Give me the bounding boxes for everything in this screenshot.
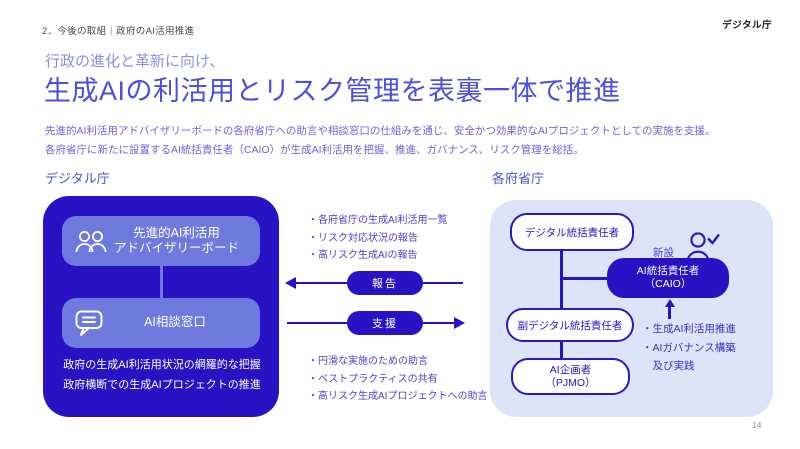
planner-line1: AI企画者 xyxy=(549,363,592,376)
support-item: ・高リスク生成AIプロジェクトへの助言 xyxy=(308,391,488,402)
caio-role: 及び実践 xyxy=(642,360,695,372)
ministries-panel: デジタル統括責任者 新設 AI統括責任者 （CAIO） 副デジタル統括責任者 A… xyxy=(490,200,773,417)
speech-bubble-icon xyxy=(75,310,104,337)
support-items-list: ・円滑な実施のための助言 ・ベストプラクティスの共有 ・高リスク生成AIプロジェ… xyxy=(308,353,487,406)
support-item: ・円滑な実施のための助言 xyxy=(308,356,428,367)
note-line-2: 政府横断での生成AIプロジェクトの推進 xyxy=(63,378,261,391)
digital-agency-notes: 政府の生成AI利活用状況の網羅的な把握 政府横断での生成AIプロジェクトの推進 xyxy=(59,356,265,395)
advisory-board-line2: アドバイザリーボード xyxy=(113,241,239,255)
report-item: ・リスク対応状況の報告 xyxy=(308,232,418,244)
arrow-left-icon xyxy=(285,277,296,289)
deputy-cdo-box: 副デジタル統括責任者 xyxy=(506,308,634,342)
new-badge: 新設 xyxy=(653,247,674,259)
consultation-label: AI相談窓口 xyxy=(144,315,206,330)
report-item: ・高リスク生成AIの報告 xyxy=(308,250,418,261)
report-pill: 報告 xyxy=(347,271,423,295)
note-line-1: 政府の生成AI利活用状況の網羅的な把握 xyxy=(63,359,261,371)
org-vertical-line-2 xyxy=(560,342,563,358)
org-branch-line xyxy=(560,277,607,280)
page-description: 先進的AI利活用アドバイザリーボードの各府省庁への助言や相談窓口の仕組みを通じ、… xyxy=(45,122,716,160)
advisory-board-box: 先進的AI利活用 アドバイザリーボード xyxy=(62,216,260,266)
breadcrumb: 2．今後の取組｜政府のAI活用推進 xyxy=(42,26,195,37)
agency-logo: デジタル庁 xyxy=(722,20,772,31)
people-icon xyxy=(75,230,107,253)
panel-connector-line xyxy=(160,266,163,298)
caio-line1: AI統括責任者 xyxy=(636,264,700,277)
consultation-text: AI相談窓口 xyxy=(104,315,246,331)
person-check-icon xyxy=(685,230,720,260)
description-line-2: 各府省庁に新たに設置するAI統括責任者（CAIO）が生成AI利活用を把握、推進、… xyxy=(45,144,584,156)
ministries-label: 各府省庁 xyxy=(492,171,545,186)
digital-agency-label: デジタル庁 xyxy=(45,171,110,186)
report-items-list: ・各府省庁の生成AI利活用一覧 ・リスク対応状況の報告 ・高リスク生成AIの報告 xyxy=(308,212,447,265)
digital-agency-panel: 先進的AI利活用 アドバイザリーボード AI相談窓口 政府の生成AI利活用状況の… xyxy=(43,196,279,417)
description-line-1: 先進的AI利活用アドバイザリーボードの各府省庁への助言や相談窓口の仕組みを通じ、… xyxy=(45,125,716,137)
cdo-box: デジタル統括責任者 xyxy=(510,213,634,251)
page-subtitle-lead: 行政の進化と革新に向け、 xyxy=(45,53,225,70)
caio-role: ・AIガバナンス構築 xyxy=(642,341,736,354)
up-arrow-icon xyxy=(668,306,671,319)
planner-box: AI企画者 （PJMO） xyxy=(511,358,630,395)
consultation-box: AI相談窓口 xyxy=(62,298,260,348)
caio-role: ・生成AI利活用推進 xyxy=(642,323,736,335)
up-arrow-head xyxy=(664,299,675,307)
org-vertical-line xyxy=(560,251,563,308)
arrow-right-icon xyxy=(454,317,465,329)
advisory-board-text: 先進的AI利活用 アドバイザリーボード xyxy=(107,226,246,257)
support-pill: 支援 xyxy=(347,311,423,335)
planner-line2: （PJMO） xyxy=(545,376,596,389)
advisory-board-line1: 先進的AI利活用 xyxy=(133,225,220,240)
report-item: ・各府省庁の生成AI利活用一覧 xyxy=(308,215,448,226)
page-title: 生成AIの利活用とリスク管理を表裏一体で推進 xyxy=(44,76,621,106)
page-number: 14 xyxy=(752,420,762,430)
caio-line2: （CAIO） xyxy=(644,278,692,290)
caio-box: AI統括責任者 （CAIO） xyxy=(607,258,729,298)
support-item: ・ベストプラクティスの共有 xyxy=(308,373,438,385)
caio-roles-list: ・生成AI利活用推進 ・AIガバナンス構築 及び実践 xyxy=(642,320,736,376)
